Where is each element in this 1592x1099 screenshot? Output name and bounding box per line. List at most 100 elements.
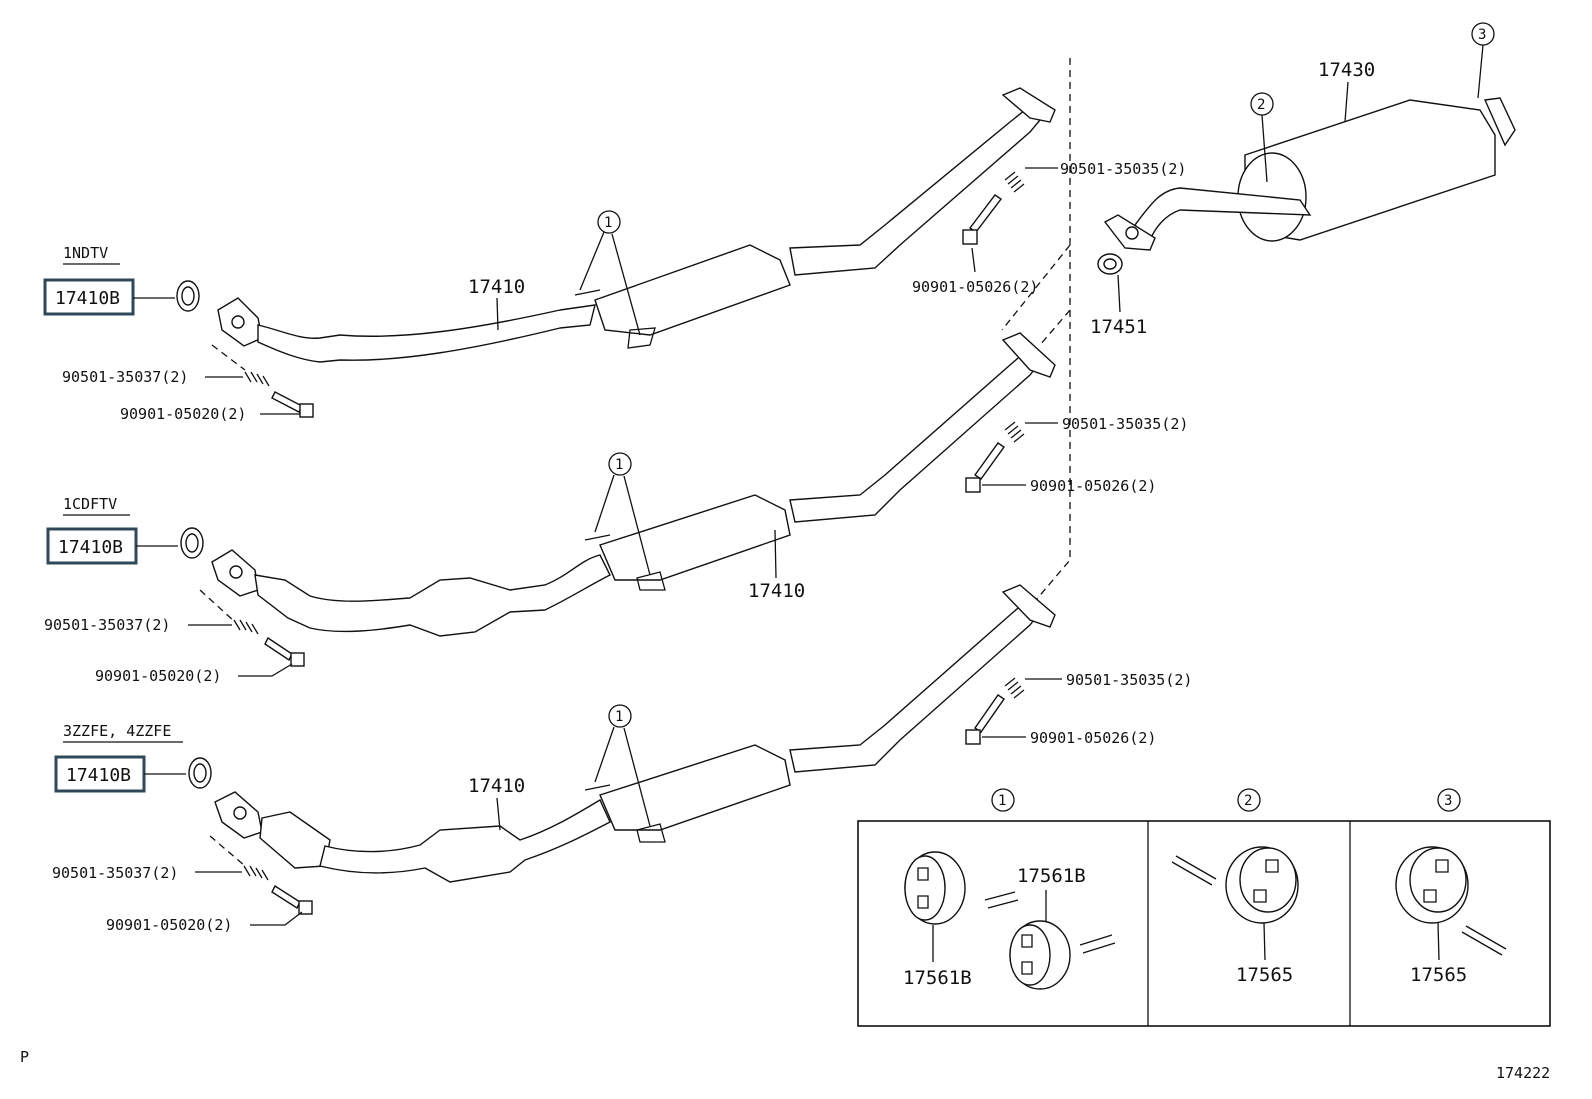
hanger-rod-icon [1461, 925, 1507, 956]
leader-line [1344, 81, 1349, 123]
corner-mark: P [20, 1048, 29, 1066]
rear-flange [1001, 87, 1056, 123]
engine-label-1ndtv: 1NDTV [63, 244, 108, 262]
legend-part-17561b-2[interactable]: 17561B [1017, 865, 1086, 887]
part-17451-label[interactable]: 17451 [1090, 316, 1147, 338]
legend-callout-1: 1 [998, 793, 1006, 809]
leader-line [238, 663, 293, 677]
legend-callout-3: 3 [1444, 793, 1452, 809]
assembly-1cdftv: 1CDFTV 17410B 1 17410 90501-35035(2) 909… [44, 332, 1188, 685]
callout-1-circle [608, 452, 632, 476]
flange-hole [229, 565, 243, 579]
bolt-icon [271, 884, 301, 910]
tail-outlet [1483, 97, 1516, 147]
flange-hole [233, 806, 247, 820]
converter-body [599, 494, 791, 581]
hanger-rod [584, 534, 666, 591]
leader-line [250, 911, 303, 926]
leader-line [496, 797, 501, 831]
rubber-hanger-face [904, 855, 946, 921]
hanger-hole [917, 867, 929, 909]
part-front-bolt-label[interactable]: 90901-05020(2) [95, 667, 221, 685]
part-spring-label[interactable]: 90501-35035(2) [1066, 671, 1192, 689]
legend-part-17565-2[interactable]: 17565 [1410, 964, 1467, 986]
spring-icon [233, 619, 259, 635]
leader-line [1477, 44, 1484, 99]
legend-part-17561b[interactable]: 17561B [903, 967, 972, 989]
highlight-part-17410b[interactable]: 17410B [58, 537, 123, 558]
callout-leader [594, 726, 651, 827]
callout-leader [579, 231, 641, 336]
bolt-head-icon [965, 729, 981, 745]
flange-hole [231, 315, 245, 329]
hanger-rod [574, 289, 656, 349]
bolt-icon [974, 694, 1005, 733]
front-pipe-body [319, 798, 611, 883]
bolt-head-icon [965, 477, 981, 493]
gasket-inner [1103, 258, 1117, 270]
dashed-line [199, 589, 236, 623]
part-front-bolt-label[interactable]: 90901-05020(2) [106, 916, 232, 934]
part-17410-label[interactable]: 17410 [468, 276, 525, 298]
hanger-hole [1021, 934, 1033, 975]
legend-part-17565[interactable]: 17565 [1236, 964, 1293, 986]
engine-label-1cdftv: 1CDFTV [63, 495, 117, 513]
hanger-legend: 1 2 3 17561B 17561B 17565 17565 [857, 788, 1551, 1027]
part-spring-label[interactable]: 90501-35035(2) [1060, 160, 1186, 178]
front-pipe-body [254, 554, 611, 637]
part-bolt-label[interactable]: 90901-05026(2) [912, 278, 1038, 296]
hanger-rod-icon [1171, 855, 1217, 886]
gasket-ring-inner [185, 533, 199, 553]
converter-body [594, 244, 791, 336]
bolt-head-icon [962, 229, 978, 245]
part-17430-label[interactable]: 17430 [1318, 59, 1375, 81]
engine-label-3zzfe: 3ZZFE, 4ZZFE [63, 722, 171, 740]
hanger-hole [1253, 859, 1279, 903]
spring-icon [244, 371, 270, 387]
callout-1-circle [597, 210, 621, 234]
hanger-rod-icon [984, 891, 1019, 909]
part-17410-label[interactable]: 17410 [748, 580, 805, 602]
bolt-icon [974, 442, 1005, 480]
callout-2: 2 [1257, 97, 1265, 113]
pipe-rear-section [789, 601, 1042, 773]
bolt-head-icon [298, 900, 313, 915]
part-bolt-label[interactable]: 90901-05026(2) [1030, 477, 1156, 495]
hanger-rod [584, 784, 666, 843]
alignment-dashed-line-3 [1039, 309, 1071, 346]
bolt-head-icon [290, 652, 305, 667]
leader-line [971, 247, 976, 273]
part-spring-label[interactable]: 90501-35035(2) [1062, 415, 1188, 433]
bolt-icon [968, 194, 1003, 233]
callout-leader [594, 474, 651, 576]
highlight-part-17410b[interactable]: 17410B [66, 765, 131, 786]
rear-flange [1001, 584, 1056, 628]
hanger-hole [1423, 859, 1449, 903]
pipe-rear-section [789, 351, 1042, 523]
highlight-part-17410b[interactable]: 17410B [55, 288, 120, 309]
bolt-icon [271, 391, 303, 413]
part-front-spring-label[interactable]: 90501-35037(2) [62, 368, 188, 386]
highlight-box-17410b[interactable] [43, 278, 135, 316]
legend-callout-1-circle [991, 788, 1015, 812]
part-front-spring-label[interactable]: 90501-35037(2) [52, 864, 178, 882]
pipe-rear-section [789, 109, 1042, 276]
front-cat [259, 811, 331, 869]
hanger-rod-icon [1079, 934, 1116, 954]
part-bolt-label[interactable]: 90901-05026(2) [1030, 729, 1156, 747]
rubber-hanger-face [1009, 924, 1051, 986]
assembly-1ndtv: 1NDTV 17410B 17410 1 90501-35035(2) 9090… [43, 87, 1186, 423]
dashed-line [211, 344, 246, 371]
part-17410-label[interactable]: 17410 [468, 775, 525, 797]
part-front-spring-label[interactable]: 90501-35037(2) [44, 616, 170, 634]
alignment-dashed-line-2 [1001, 244, 1071, 331]
part-front-bolt-label[interactable]: 90901-05020(2) [120, 405, 246, 423]
leader-line [1437, 922, 1440, 961]
tail-inlet-pipe [1134, 187, 1312, 242]
converter-body [599, 744, 791, 831]
callout-1: 1 [615, 457, 623, 473]
bolt-icon [264, 636, 293, 662]
gasket-ring-inner [181, 286, 195, 306]
legend-callout-2-circle [1237, 788, 1261, 812]
leader-line [774, 529, 777, 579]
